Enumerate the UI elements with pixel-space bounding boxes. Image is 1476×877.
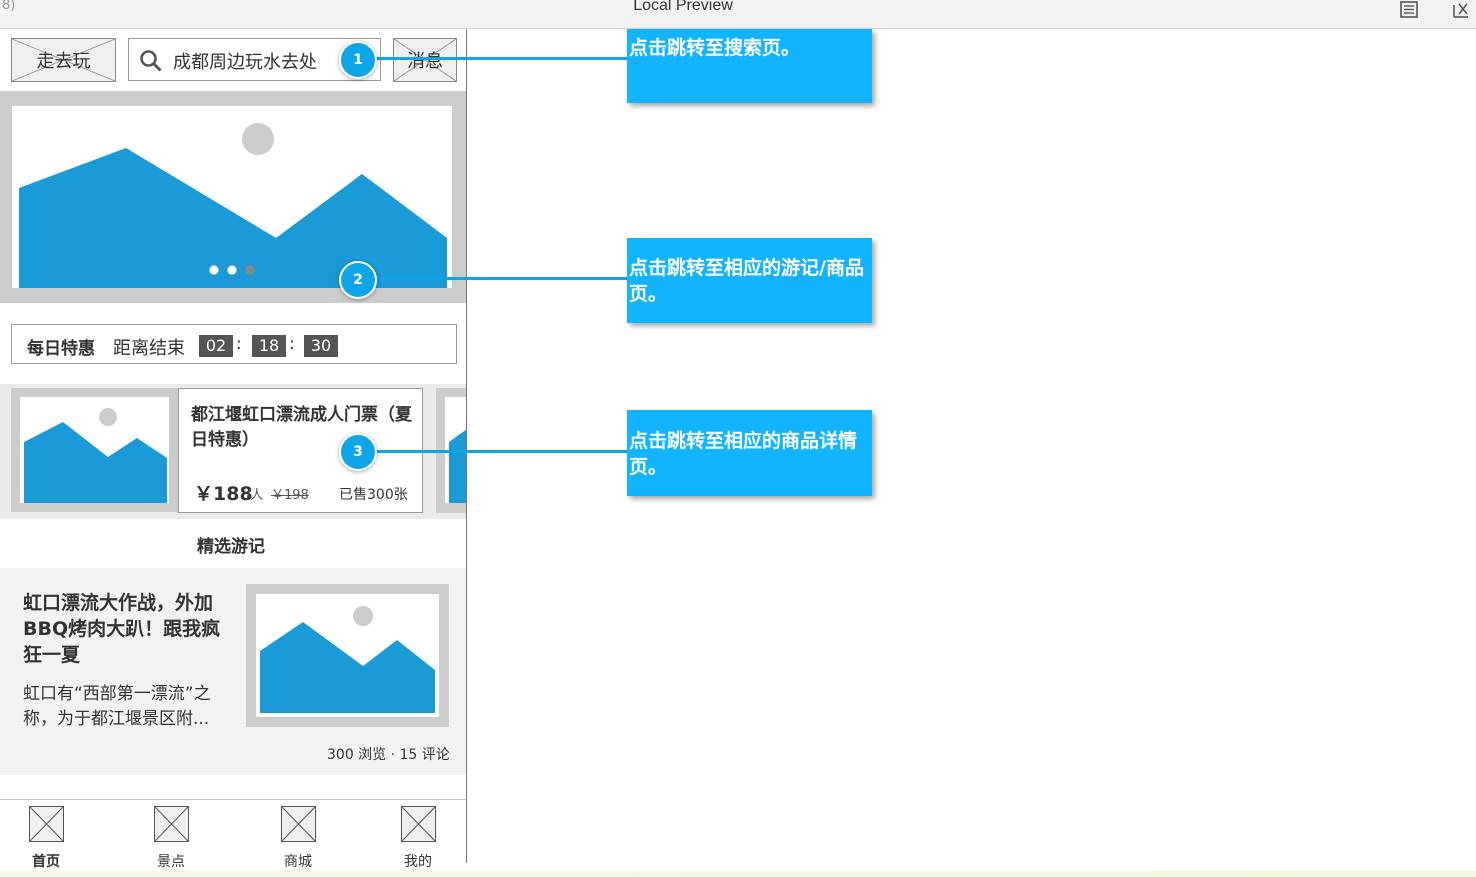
travel-note-image[interactable] xyxy=(246,584,449,727)
tab-profile[interactable]: 我的 xyxy=(383,806,453,870)
deal-product-image[interactable] xyxy=(11,388,178,512)
deal-original-price: ￥198 xyxy=(271,488,309,503)
annotation-note-3: 点击跳转至相应的商品详情页。 xyxy=(627,410,872,496)
deal-price: ￥188 xyxy=(194,483,253,505)
tab-attractions[interactable]: 景点 xyxy=(136,806,206,870)
search-input[interactable]: 成都周边玩水去处 xyxy=(128,38,381,81)
image-placeholder-icon xyxy=(260,606,435,713)
tab-label: 商城 xyxy=(284,854,312,870)
tab-label: 首页 xyxy=(32,854,60,870)
annotation-note-2: 点击跳转至相应的游记/商品页。 xyxy=(627,238,872,323)
section-title: 精选游记 xyxy=(197,537,265,557)
search-icon xyxy=(140,50,162,72)
tab-mall[interactable]: 商城 xyxy=(263,806,333,870)
list-icon[interactable] xyxy=(1400,1,1420,19)
annotation-connector xyxy=(376,57,628,60)
annotation-marker-3[interactable]: 3 xyxy=(339,433,377,471)
banner-carousel[interactable] xyxy=(0,91,467,303)
countdown-seconds: 30 xyxy=(304,335,338,357)
profile-icon xyxy=(401,806,436,842)
annotation-note-1: 点击跳转至搜索页。 xyxy=(627,29,872,103)
deal-price-unit: /人 xyxy=(246,488,264,503)
countdown-hours: 02 xyxy=(199,335,233,357)
travel-note-card[interactable]: 虹口漂流大作战，外加BBQ烤肉大趴！跟我疯狂一夏 虹口有“西部第一漂流”之称，为… xyxy=(0,568,467,775)
travel-note-excerpt: 虹口有“西部第一漂流”之称，为于都江堰景区附... xyxy=(23,684,211,729)
page-id: 8) xyxy=(2,0,16,13)
countdown-separator: : xyxy=(289,334,295,354)
attractions-icon xyxy=(154,806,189,842)
image-placeholder-icon xyxy=(19,123,447,288)
deal-sold-count: 已售300张 xyxy=(339,487,408,503)
preview-toolbar: 8) Local Preview xyxy=(0,0,1476,29)
deal-product-card[interactable]: 都江堰虹口漂流成人门票（夏日特惠） ￥188 /人 ￥198 已售300张 xyxy=(178,388,423,513)
bottom-tab-bar: 首页 景点 商城 我的 xyxy=(0,799,467,870)
annotation-marker-2[interactable]: 2 xyxy=(339,261,377,299)
go-play-label: 走去玩 xyxy=(36,51,91,72)
carousel-dot-active[interactable] xyxy=(245,265,255,275)
window-title: Local Preview xyxy=(633,0,733,14)
annotation-marker-1[interactable]: 1 xyxy=(339,41,377,79)
placeholder-cross-icon xyxy=(394,39,456,81)
carousel-dot[interactable] xyxy=(227,265,237,275)
daily-deal-bar: 每日特惠 距离结束 02 : 18 : 30 xyxy=(11,324,457,364)
annotation-connector xyxy=(376,277,628,280)
tab-label: 我的 xyxy=(404,854,432,870)
travel-note-title: 虹口漂流大作战，外加BBQ烤肉大趴！跟我疯狂一夏 xyxy=(23,592,221,666)
tab-label: 景点 xyxy=(157,854,185,870)
phone-screen: 走去玩 成都周边玩水去处 消息 每日特惠 xyxy=(0,29,467,877)
messages-button[interactable]: 消息 xyxy=(393,38,457,82)
mall-icon xyxy=(281,806,316,842)
travel-note-stats: 300 浏览 · 15 评论 xyxy=(327,747,450,763)
annotation-connector xyxy=(376,450,628,453)
tab-home[interactable]: 首页 xyxy=(11,806,81,870)
banner-image[interactable] xyxy=(12,106,452,288)
close-x-icon[interactable] xyxy=(1452,1,1472,19)
image-placeholder-icon xyxy=(449,429,467,503)
bottom-strip xyxy=(0,871,1476,877)
countdown-separator: : xyxy=(236,334,242,354)
countdown-minutes: 18 xyxy=(252,335,286,357)
go-play-button[interactable]: 走去玩 xyxy=(11,38,116,82)
carousel-dots[interactable] xyxy=(209,263,259,277)
carousel-dot[interactable] xyxy=(209,265,219,275)
deal-product-name: 都江堰虹口漂流成人门票（夏日特惠） xyxy=(191,405,412,450)
messages-label: 消息 xyxy=(407,51,443,72)
daily-deal-title: 每日特惠 xyxy=(27,339,95,359)
placeholder-cross-icon xyxy=(12,39,115,81)
home-icon xyxy=(29,806,64,842)
image-placeholder-icon xyxy=(24,408,167,503)
search-placeholder: 成都周边玩水去处 xyxy=(173,52,317,73)
phone-edge-divider xyxy=(466,29,467,863)
countdown-label: 距离结束 xyxy=(113,338,185,359)
